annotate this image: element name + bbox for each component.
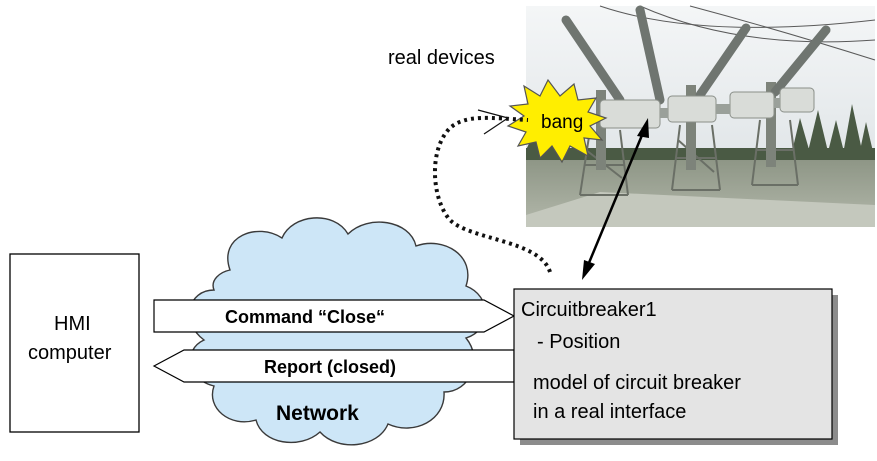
dashed-link [432, 115, 552, 273]
explosion-burst-icon [506, 78, 608, 164]
command-arrow [153, 299, 516, 333]
hmi-label-line1: HMI [54, 313, 91, 335]
bang-label: bang [541, 112, 583, 133]
breaker-position: - Position [537, 331, 620, 353]
bang-burst: bang [506, 78, 608, 164]
substation-photo [526, 5, 876, 227]
double-arrow [582, 118, 649, 280]
command-label: Command “Close“ [225, 307, 385, 327]
real-devices-label: real devices [388, 47, 495, 69]
dashed-link-arrowhead [477, 109, 510, 135]
network-label: Network [276, 402, 359, 425]
breaker-name: Circuitbreaker1 [521, 299, 657, 321]
report-label: Report (closed) [264, 357, 396, 377]
hmi-computer-box [9, 253, 140, 433]
model-description-line2: in a real interface [533, 401, 686, 423]
hmi-label-line2: computer [28, 342, 112, 364]
model-box [513, 288, 833, 440]
model-description-line1: model of circuit breaker [533, 372, 741, 394]
